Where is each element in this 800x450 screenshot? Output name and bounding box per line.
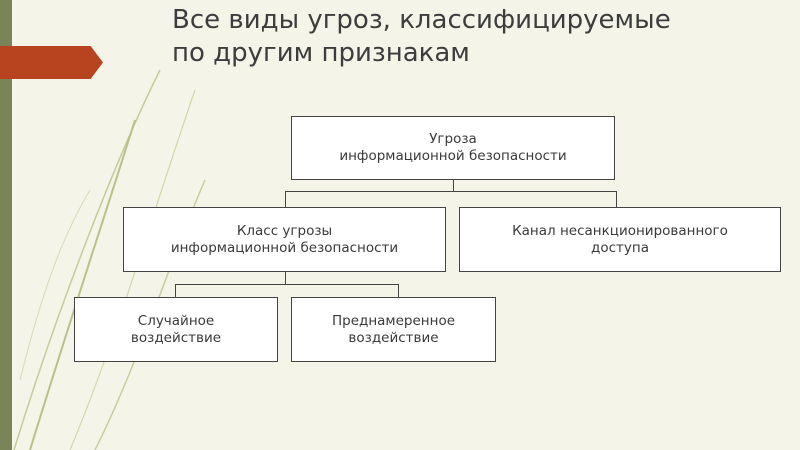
node-threat-class-line2: информационной безопасности: [170, 239, 399, 256]
node-intentional-impact: Преднамеренное воздействие: [291, 297, 496, 362]
node-threat-root: Угроза информационной безопасности: [291, 116, 615, 180]
slide-title: Все виды угроз, классифицируемые по друг…: [172, 4, 772, 70]
node-intentional-impact-line2: воздействие: [348, 329, 439, 346]
left-accent-bar: [0, 0, 12, 450]
node-accidental-impact: Случайное воздействие: [74, 297, 278, 362]
node-unauthorized-channel-line2: доступа: [591, 239, 649, 256]
node-threat-class-line1: Класс угрозы: [236, 222, 333, 239]
node-unauthorized-channel: Канал несанкционированного доступа: [459, 207, 781, 272]
node-threat-root-line1: Угроза: [429, 131, 477, 147]
node-accidental-impact-line1: Случайное: [137, 312, 215, 329]
node-threat-root-line2: информационной безопасности: [339, 148, 567, 164]
node-threat-class: Класс угрозы информационной безопасности: [123, 207, 446, 272]
title-line-2: по другим признакам: [172, 38, 470, 68]
node-unauthorized-channel-line1: Канал несанкционированного: [512, 222, 728, 239]
title-accent-tab: [0, 46, 103, 79]
title-line-1: Все виды угроз, классифицируемые: [172, 5, 671, 35]
node-intentional-impact-line1: Преднамеренное: [331, 312, 456, 329]
node-accidental-impact-line2: воздействие: [130, 329, 222, 346]
